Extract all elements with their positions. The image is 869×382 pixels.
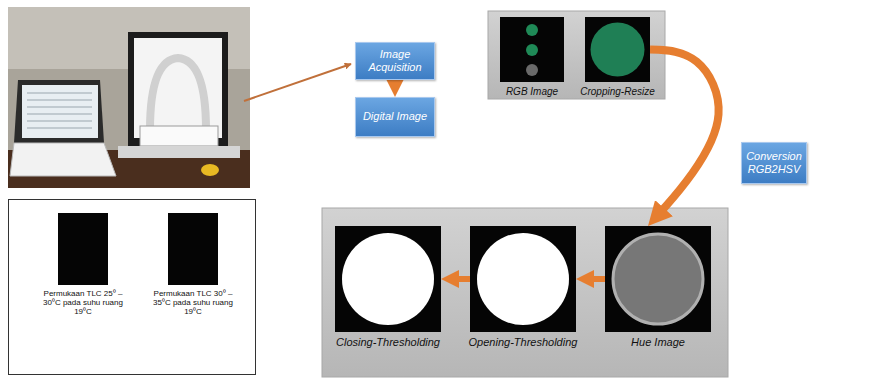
screen-line (27, 93, 92, 94)
photo-wall (8, 7, 250, 188)
process-box: Conversion RGB2HSV (741, 142, 807, 184)
setup-photo (8, 7, 250, 188)
image-picture (335, 226, 441, 332)
flow-arrow (392, 80, 398, 83)
image-ground (585, 17, 650, 82)
box-label: Digital Image (363, 110, 427, 123)
sample-dot (526, 44, 538, 56)
laptop-screen (22, 85, 98, 138)
image-panel: Hue Image (605, 226, 711, 332)
image-caption: Permukaan TLC 30⁰ – 35⁰C pada suhu ruang… (153, 289, 233, 317)
device-frame (128, 32, 228, 150)
image-panel: RGB Image (500, 17, 564, 82)
image-picture (500, 17, 564, 82)
process-box: Digital Image (355, 97, 435, 137)
screen-line (27, 100, 92, 101)
box-label: Image Acquisition (360, 48, 430, 74)
flow-arrow (455, 276, 470, 282)
image-panel: Permukaan TLC 30⁰ – 35⁰C pada suhu ruang… (168, 213, 218, 285)
scanner-body (118, 146, 240, 158)
image-picture (585, 17, 650, 82)
process-box: Image Acquisition (355, 42, 435, 80)
device-base (140, 126, 218, 146)
screen-line (27, 121, 92, 122)
image-ground (500, 17, 564, 82)
image-panel: Cropping-Resize (585, 17, 650, 82)
image-picture (58, 213, 108, 285)
image-ground (470, 226, 576, 332)
flow-arrow (590, 276, 605, 282)
hue-dot (613, 234, 703, 324)
binary-dot (477, 233, 569, 325)
image-picture (168, 213, 218, 285)
box-label: Conversion RGB2HSV (746, 150, 802, 176)
flow-arrow (650, 50, 719, 212)
yellow-object (201, 164, 219, 176)
rgb-panel (488, 11, 665, 99)
image-caption: Opening-Thresholding (463, 336, 583, 349)
binary-dot (342, 233, 434, 325)
image-caption: Cropping-Resize (573, 86, 663, 98)
image-caption: Hue Image (598, 336, 718, 349)
image-ground (605, 226, 711, 332)
image-panel: Permukaan TLC 25⁰ – 30⁰C pada suhu ruang… (58, 213, 108, 285)
laptop-screen-lines (27, 93, 92, 128)
screen-line (27, 107, 92, 108)
image-caption: Permukaan TLC 25⁰ – 30⁰C pada suhu ruang… (43, 289, 123, 317)
screen-line (27, 114, 92, 115)
image-panel: Closing-Thresholding (335, 226, 441, 332)
image-picture (470, 226, 576, 332)
image-ground (168, 213, 218, 285)
cropped-dot (591, 23, 645, 77)
image-panel: Opening-Thresholding (470, 226, 576, 332)
image-ground (58, 213, 108, 285)
sample-box (9, 200, 256, 375)
laptop-base (10, 143, 116, 176)
sample-dot (526, 24, 538, 36)
leader-line (244, 64, 351, 101)
image-picture (605, 226, 711, 332)
device-arch (150, 58, 206, 130)
processing-panel (322, 208, 728, 377)
image-caption: Closing-Thresholding (328, 336, 448, 349)
device-inner (134, 38, 222, 138)
laptop-bezel (14, 80, 104, 143)
sample-dot (526, 64, 538, 76)
screen-line (27, 128, 92, 129)
image-ground (335, 226, 441, 332)
image-caption: RGB Image (494, 86, 570, 98)
